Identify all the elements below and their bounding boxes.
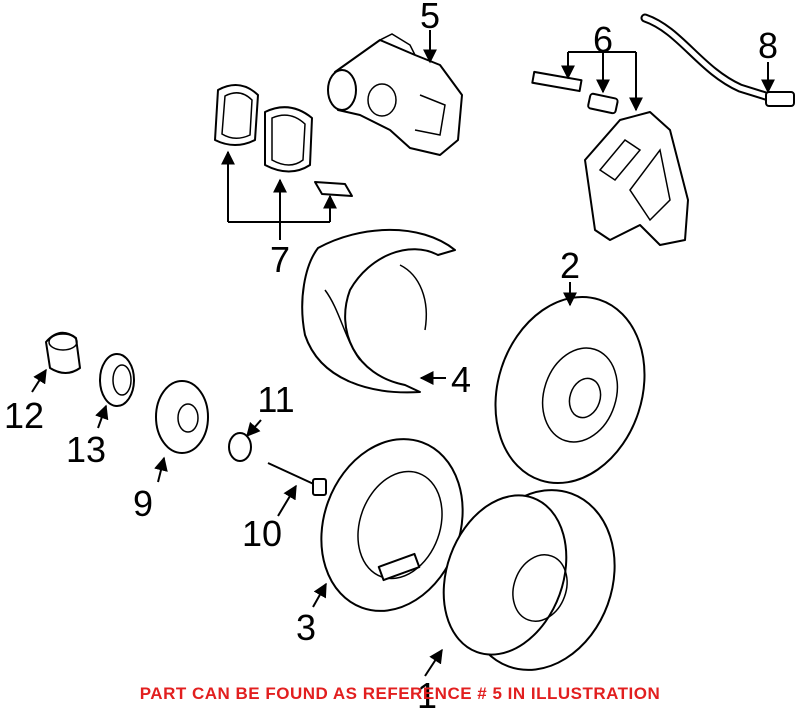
caliper-bracket-part [531, 70, 689, 246]
brake-hose-part [640, 13, 795, 107]
callout-3: 3 [296, 607, 316, 648]
callout-2: 2 [560, 245, 580, 286]
leader-lines [31, 30, 775, 677]
brake-drum-part [442, 489, 616, 671]
backing-plate-part [320, 438, 464, 612]
callout-1: 1 [417, 675, 437, 711]
brake-pads-part [214, 84, 353, 197]
reference-note: PART CAN BE FOUND AS REFERENCE # 5 IN IL… [139, 684, 661, 703]
caliper-part [327, 33, 463, 156]
callout-10: 10 [242, 513, 282, 554]
callout-11: 11 [257, 379, 294, 420]
callout-8: 8 [758, 25, 778, 66]
callout-6: 6 [593, 19, 613, 60]
callout-5: 5 [420, 0, 440, 36]
dust-shield-part [301, 228, 456, 394]
brake-rotor-part [494, 295, 646, 485]
callout-4: 4 [451, 359, 471, 400]
hub-small-parts [45, 331, 327, 496]
callout-13: 13 [66, 429, 106, 470]
callout-12: 12 [4, 395, 44, 436]
callout-7: 7 [270, 239, 290, 280]
callout-9: 9 [133, 483, 153, 524]
